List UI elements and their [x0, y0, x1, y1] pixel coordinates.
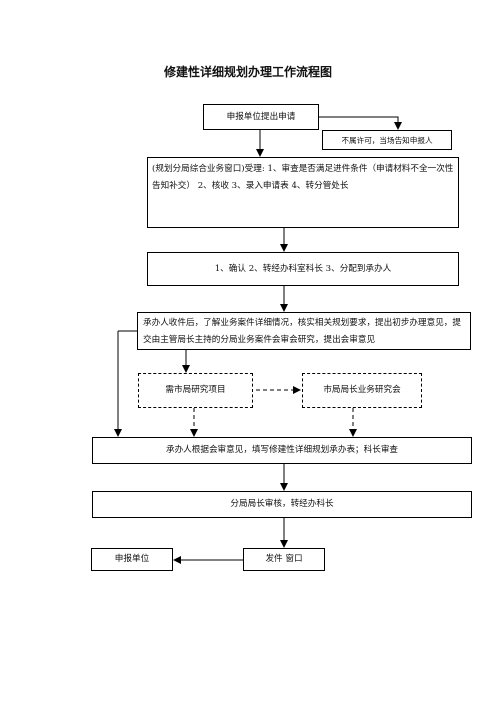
node-applicant: 申报单位	[91, 548, 173, 571]
node-branch-review: 分局局长审核，转经办科长	[92, 491, 472, 518]
page-title: 修建性详细规划办理工作流程图	[163, 65, 332, 79]
node-city-meeting-label: 市局局长业务研究会	[323, 385, 401, 395]
node-apply: 申报单位提出申请	[203, 104, 319, 130]
node-reject: 不属许可，当场告知申报人	[322, 130, 452, 150]
node-fill-form: 承办人根据会审意见，填写修建性详细规划承办表；科长审查	[92, 437, 472, 464]
node-handler-label: 承办人收件后，了解业务案件详细情况，核实相关规划要求，提出初步办理意见，提交由主…	[143, 318, 461, 345]
node-confirm-label: 1、确认 2、转经办科室科长 3、分配到承办人	[214, 263, 392, 274]
node-issue-label: 发件 窗口	[265, 554, 303, 564]
node-issue: 发件 窗口	[243, 548, 325, 571]
arrow-apply-to-reject	[319, 116, 402, 130]
node-city-study-label: 需市局研究项目	[165, 385, 226, 395]
node-accept: (规划分局综合业务窗口)受理: 1、审查是否满足进件条件（申请材料不全一次性告知…	[147, 157, 459, 228]
node-apply-label: 申报单位提出申请	[226, 111, 296, 122]
node-reject-label: 不属许可，当场告知申报人	[341, 135, 433, 145]
node-applicant-label: 申报单位	[114, 554, 150, 564]
node-fill-form-label: 承办人根据会审意见，填写修建性详细规划承办表；科长审查	[165, 445, 399, 455]
node-city-meeting: 市局局长业务研究会	[302, 373, 422, 408]
node-branch-review-label: 分局局长审核，转经办科长	[230, 499, 334, 509]
node-city-study: 需市局研究项目	[138, 373, 253, 408]
node-accept-label: (规划分局综合业务窗口)受理: 1、审查是否满足进件条件（申请材料不全一次性告知…	[152, 164, 454, 191]
node-handler: 承办人收件后，了解业务案件详细情况，核实相关规划要求，提出初步办理意见，提交由主…	[137, 312, 471, 350]
node-confirm: 1、确认 2、转经办科室科长 3、分配到承办人	[147, 252, 459, 286]
